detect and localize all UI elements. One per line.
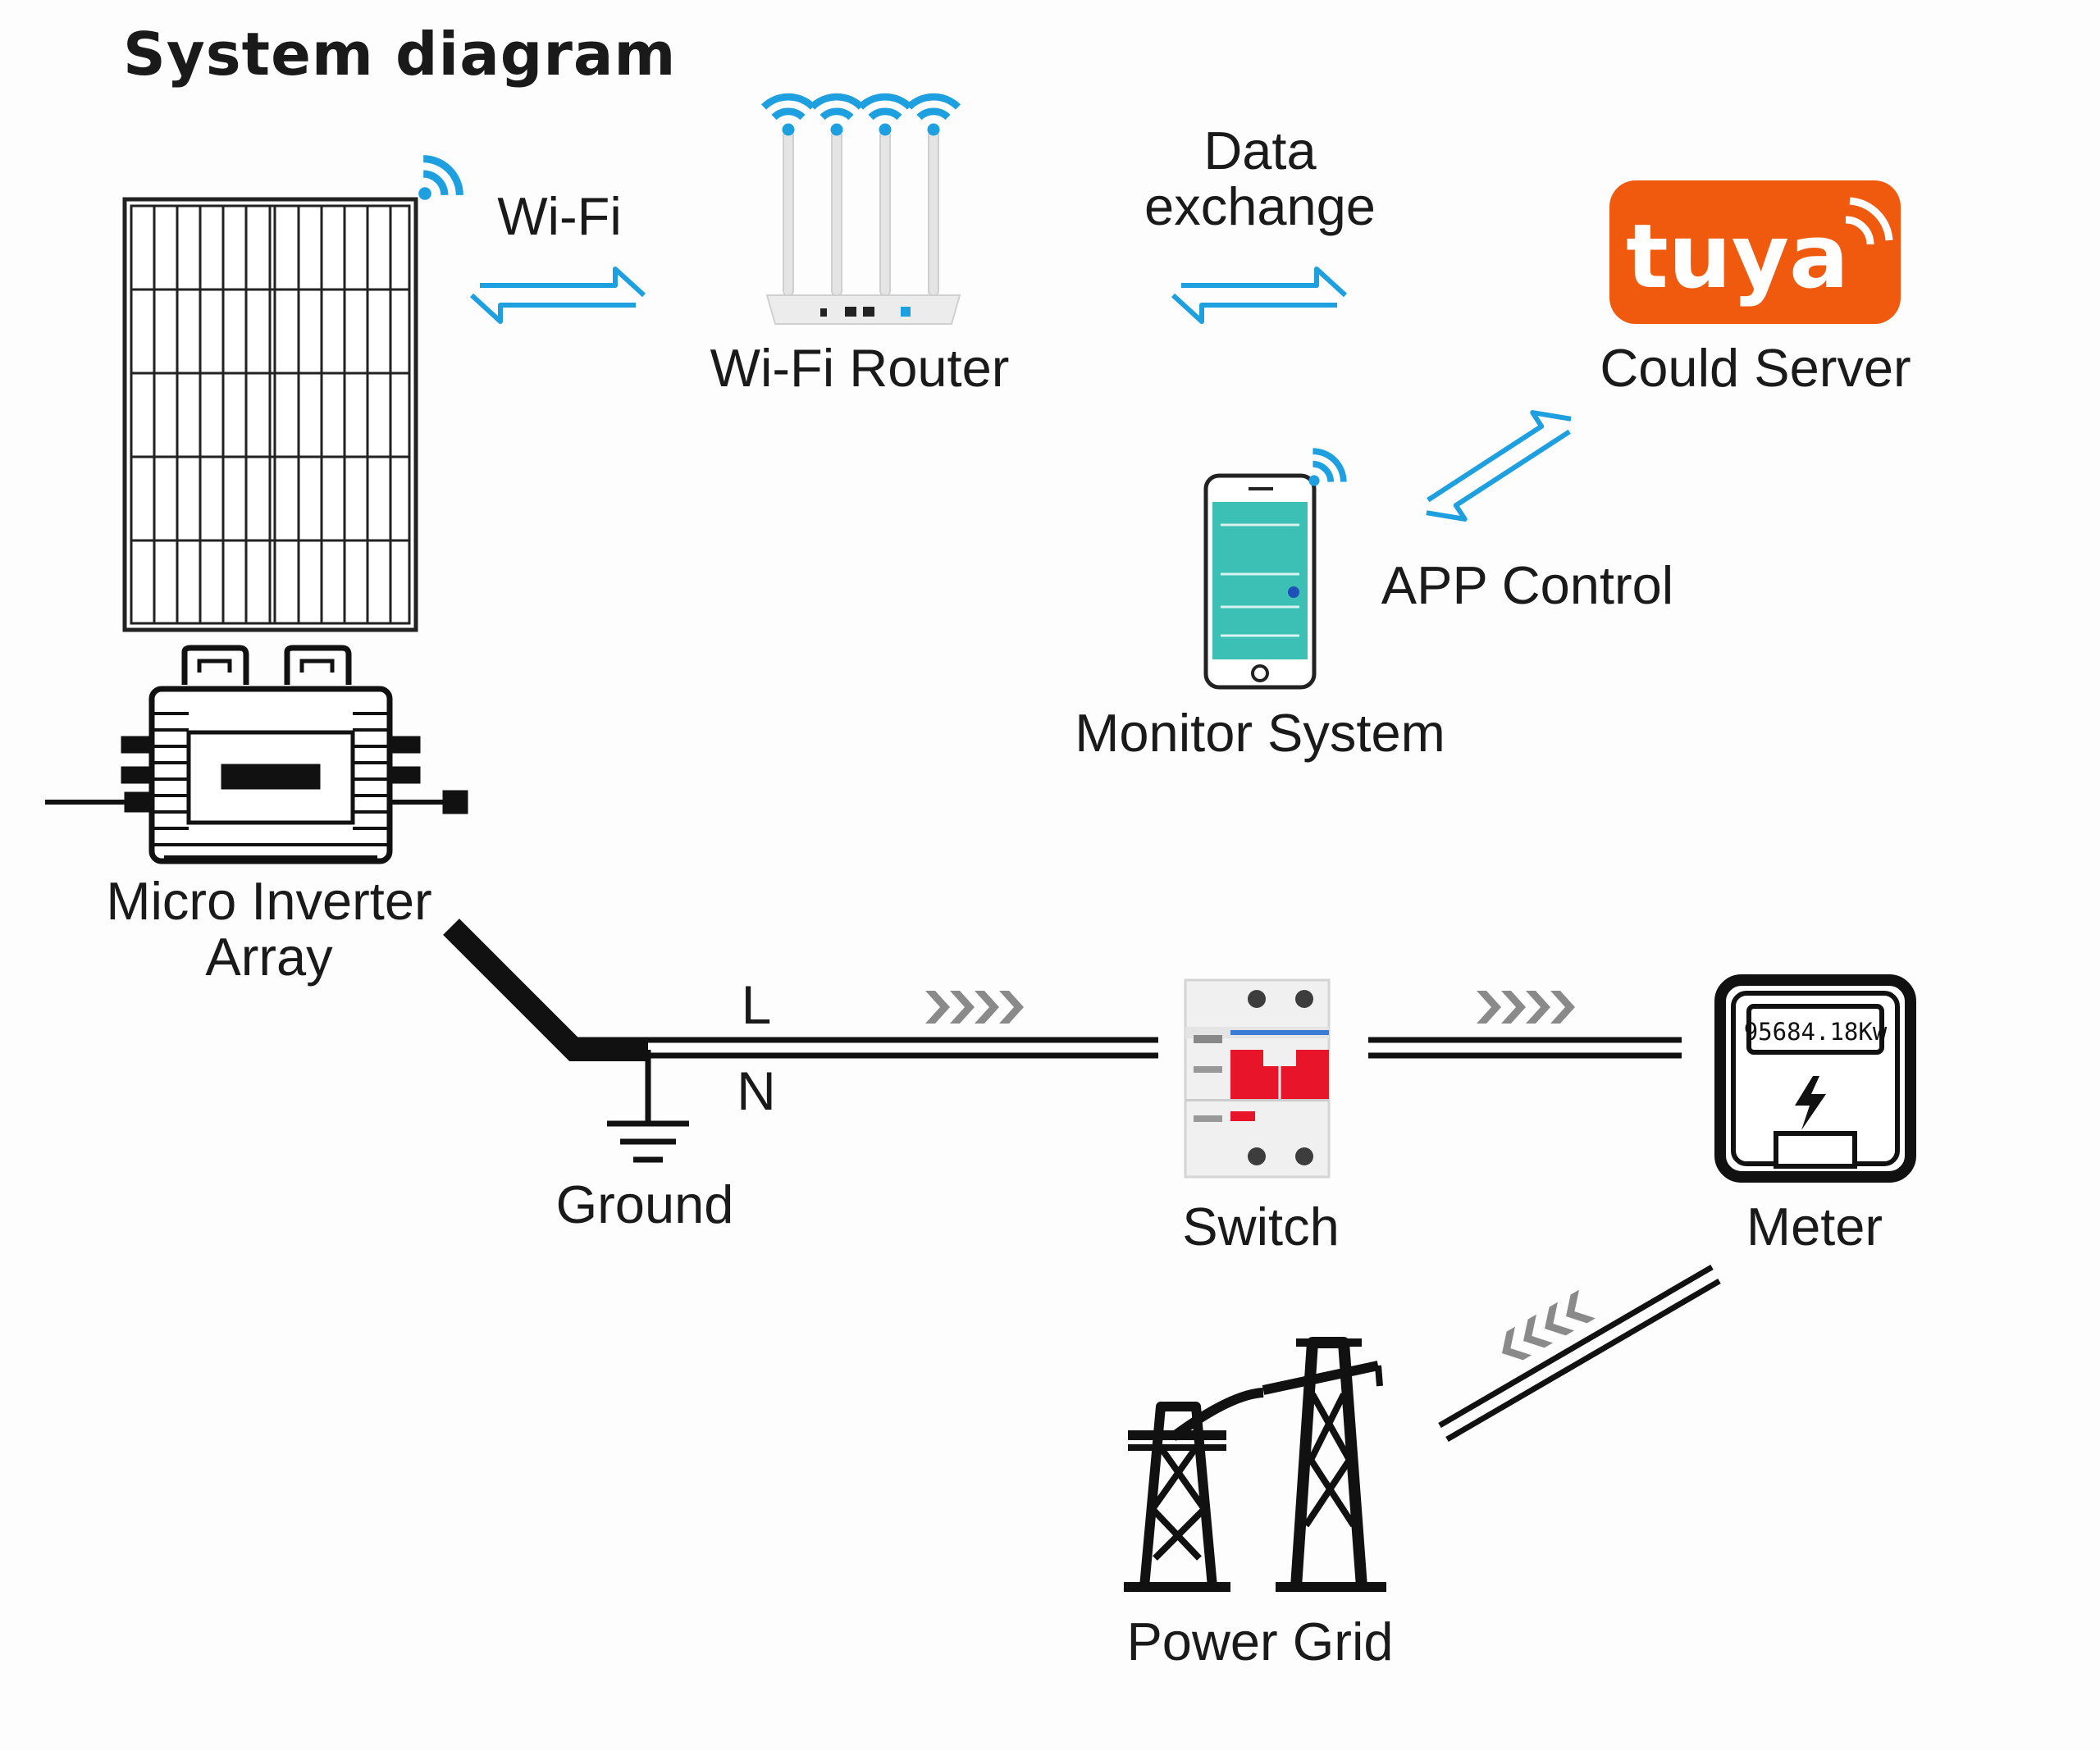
chevron-flow-icon — [1494, 1289, 1596, 1368]
cloud-server-label: Could Server — [1600, 338, 1911, 398]
data-exchange-label: Data exchange — [1144, 121, 1376, 237]
line-label-L: L — [742, 974, 772, 1035]
monitor-system-label: Monitor System — [1075, 703, 1445, 763]
ac-output-line — [443, 919, 1721, 1443]
app-control-label: APP Control — [1381, 555, 1674, 615]
micro-inverter — [45, 645, 468, 864]
wifi-router — [765, 130, 961, 325]
lightning-bolt-icon — [1795, 1076, 1826, 1130]
page-title: System diagram — [123, 20, 677, 89]
electric-meter — [1714, 974, 1916, 1183]
wifi-link-arrow — [472, 269, 644, 321]
micro-inverter-label: Micro Inverter Array — [106, 873, 431, 986]
chevron-flow-icon — [1477, 991, 1575, 1024]
data-exchange-label-line2: exchange — [1144, 176, 1376, 237]
line-label-N: N — [737, 1060, 776, 1121]
data-exchange-label-line1: Data — [1203, 121, 1317, 180]
wifi-signal-icon — [764, 97, 958, 135]
ground-symbol-icon — [607, 1050, 689, 1163]
micro-inverter-label-line1: Micro Inverter — [106, 871, 432, 931]
power-grid-label: Power Grid — [1126, 1612, 1394, 1671]
smartphone — [1203, 473, 1317, 690]
switch-label: Switch — [1182, 1197, 1340, 1256]
router-label: Wi-Fi Router — [710, 338, 1010, 398]
micro-inverter-label-line2: Array — [205, 927, 333, 987]
app-control-arrow — [1413, 397, 1586, 535]
wifi-link-label: Wi-Fi — [497, 186, 622, 246]
ground-label: Ground — [555, 1174, 734, 1234]
chevron-flow-icon — [925, 991, 1024, 1024]
data-exchange-arrow — [1173, 269, 1345, 321]
power-grid-towers — [1124, 1337, 1386, 1592]
circuit-breaker — [1184, 978, 1331, 1179]
tuya-logo — [1609, 180, 1901, 324]
tuya-logo-text: tuya — [1626, 206, 1849, 308]
meter-label: Meter — [1746, 1197, 1883, 1256]
meter-reading: 95684.18Kw — [1744, 1018, 1888, 1046]
solar-panel — [122, 197, 418, 632]
